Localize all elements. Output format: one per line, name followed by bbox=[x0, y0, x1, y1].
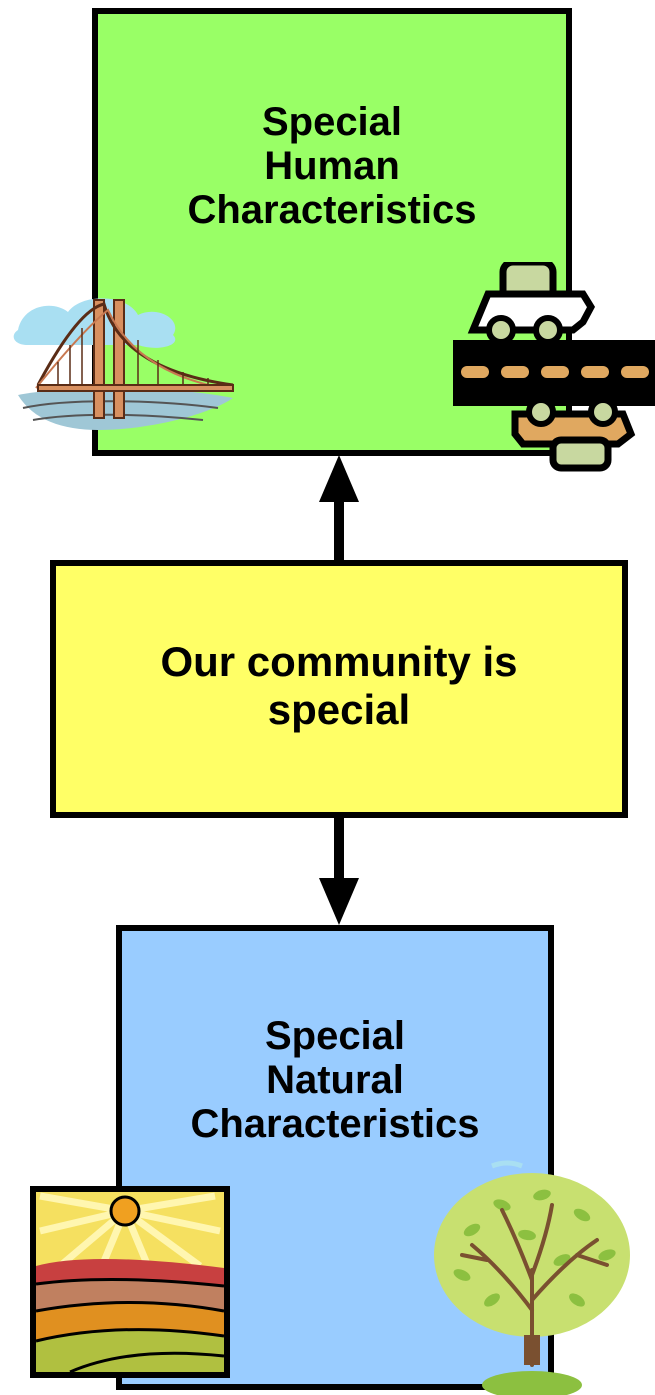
natural-box-line-2: Natural bbox=[266, 1058, 404, 1102]
traffic-icon bbox=[453, 262, 655, 472]
community-box-line-2: special bbox=[267, 686, 411, 733]
human-characteristics-box: Special Human Characteristics bbox=[92, 8, 572, 456]
arrow-up-to-human bbox=[319, 455, 359, 560]
community-box: Our community is special bbox=[50, 560, 628, 818]
tree-icon bbox=[434, 1160, 630, 1395]
natural-box-line-3: Characteristics bbox=[190, 1102, 480, 1146]
arrow-down-to-natural bbox=[319, 818, 359, 925]
human-box-line-1: Special bbox=[261, 100, 403, 144]
bridge-icon bbox=[13, 298, 234, 430]
community-box-line-1: Our community is bbox=[160, 638, 518, 685]
landscape-icon bbox=[30, 1186, 230, 1378]
human-box-line-3: Characteristics bbox=[187, 188, 477, 232]
natural-box-line-1: Special bbox=[264, 1014, 406, 1058]
human-box-line-2: Human bbox=[264, 144, 400, 188]
